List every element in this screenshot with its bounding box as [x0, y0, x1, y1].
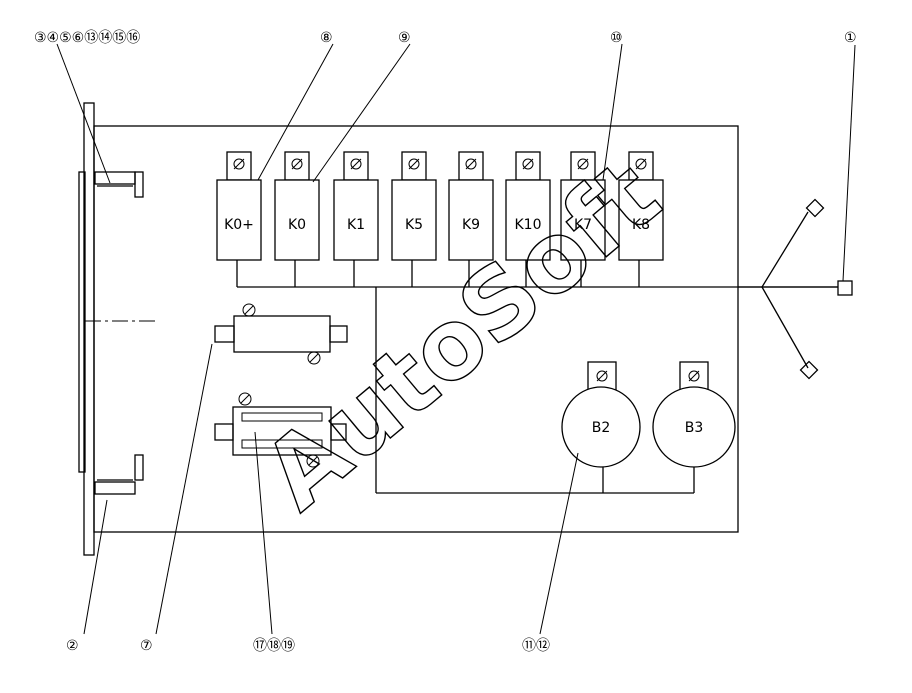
- terminal-block: [214, 392, 347, 468]
- callout-17-19: ⑰⑱⑲: [253, 638, 295, 654]
- callout-10: ⑩: [610, 30, 623, 46]
- relay-k10: K10: [505, 151, 551, 287]
- callout-11-12: ⑪⑫: [522, 638, 550, 654]
- callouts: ③④⑤⑥⑬⑭⑮⑯ ⑧ ⑨ ⑩ ① ② ⑦ ⑰⑱⑲ ⑪⑫: [34, 30, 857, 654]
- relay-row: K0+ K0 K1 K5 K9 K10 K7 K8: [216, 151, 664, 287]
- mounting-board: [93, 125, 739, 533]
- relay-label: K9: [462, 217, 480, 233]
- buzzer-b3-label: B3: [685, 420, 704, 436]
- front-panel: [78, 102, 155, 556]
- bus-wiring: [237, 286, 838, 494]
- relay-label: K7: [574, 217, 592, 233]
- callout-9: ⑨: [398, 30, 411, 46]
- callout-3-16: ③④⑤⑥⑬⑭⑮⑯: [34, 30, 140, 46]
- relay-k8: K8: [618, 151, 664, 287]
- relay-k1: K1: [333, 151, 379, 287]
- relay-k0-plus: K0+: [216, 151, 262, 287]
- relay-label: K0+: [224, 217, 254, 233]
- relay-label: K1: [347, 217, 365, 233]
- leader-lines: [56, 43, 856, 635]
- callout-7: ⑦: [140, 638, 153, 654]
- harness: [738, 198, 853, 380]
- buzzer-b2: B2: [561, 361, 641, 468]
- buzzer-b3: B3: [652, 361, 736, 468]
- callout-2: ②: [66, 638, 79, 654]
- fuse-holder: [214, 303, 348, 365]
- relay-k0: K0: [274, 151, 320, 287]
- callout-8: ⑧: [320, 30, 333, 46]
- relay-k5: K5: [391, 151, 437, 287]
- callout-1: ①: [844, 30, 857, 46]
- relay-label: K0: [288, 217, 306, 233]
- relay-k9: K9: [448, 151, 494, 287]
- relay-label: K5: [405, 217, 423, 233]
- buzzer-b2-label: B2: [592, 420, 611, 436]
- relay-label: K8: [632, 217, 650, 233]
- relay-label: K10: [515, 217, 542, 233]
- relay-k7: K7: [560, 151, 606, 287]
